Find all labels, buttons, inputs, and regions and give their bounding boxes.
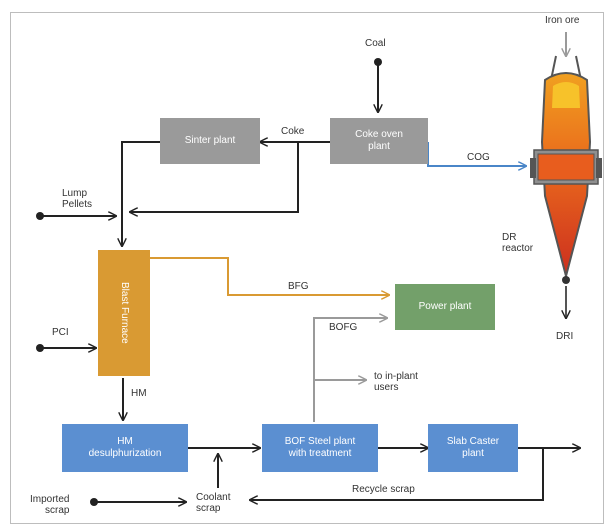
iron-ore-label: Iron ore	[545, 15, 580, 26]
slab-caster-label: Slab Caster plant	[446, 436, 500, 459]
imported-scrap-arrow	[90, 498, 186, 506]
coke-label: Coke	[281, 126, 305, 137]
pci-label: PCI	[52, 327, 69, 338]
cog-label: COG	[467, 152, 490, 163]
coke-oven-plant-label: Coke oven plant	[355, 129, 403, 152]
bfg-label: BFG	[288, 281, 309, 292]
dr-reactor-shape	[530, 55, 602, 284]
dr-reactor-label: DR reactor	[502, 232, 534, 254]
cog-line	[427, 142, 526, 166]
imported-scrap-label: Imported scrap	[30, 494, 70, 516]
pci-feed-arrow	[36, 344, 96, 352]
coal-feed-arrow	[374, 58, 382, 112]
bfg-line	[150, 257, 389, 295]
hm-label: HM	[131, 388, 147, 399]
coolant-scrap-label: Coolant scrap	[196, 492, 231, 514]
sinter-plant-node: Sinter plant	[160, 118, 260, 164]
power-plant-node: Power plant	[395, 284, 495, 330]
blast-furnace-node: Blast Furnace	[98, 250, 150, 376]
bof-steel-plant-node: BOF Steel plant with treatment	[262, 424, 378, 472]
coke-oven-plant-node: Coke oven plant	[330, 118, 428, 164]
coal-label: Coal	[365, 38, 386, 49]
sinter-plant-label: Sinter plant	[184, 135, 236, 146]
blast-furnace-label: Blast Furnace	[119, 282, 130, 344]
bof-steel-plant-label: BOF Steel plant with treatment	[284, 436, 356, 459]
slab-caster-node: Slab Caster plant	[428, 424, 518, 472]
in-plant-users-label: to in-plant users	[374, 371, 418, 393]
power-plant-label: Power plant	[418, 301, 472, 312]
hm-desulphurization-label: HM desulphurization	[88, 436, 162, 459]
dri-label: DRI	[556, 331, 574, 342]
coke-to-furnace-line	[130, 142, 299, 212]
recycle-scrap-label: Recycle scrap	[352, 484, 415, 495]
sinter-to-furnace-arrow	[122, 141, 160, 246]
lump-pellets-label: Lump Pellets	[62, 188, 93, 210]
hm-desulphurization-node: HM desulphurization	[62, 424, 188, 472]
lump-pellets-feed-arrow	[36, 212, 116, 220]
bofg-label: BOFG	[329, 322, 358, 333]
recycle-scrap-line	[250, 448, 544, 500]
bofg-line	[313, 318, 387, 422]
